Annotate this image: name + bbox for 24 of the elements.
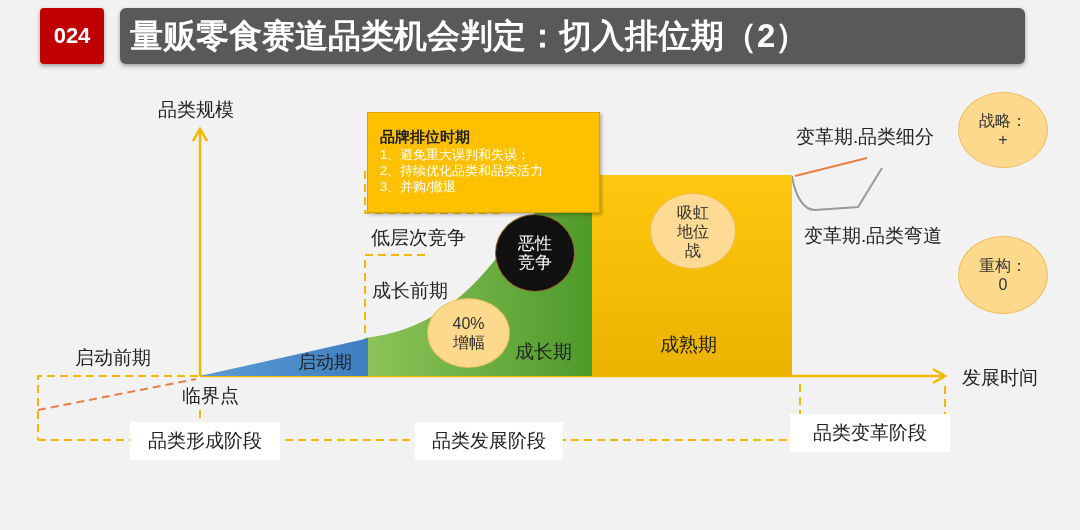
callout-circle: 战略：+ — [958, 92, 1048, 168]
phase-note: 变革期.品类细分 — [796, 125, 935, 149]
list-item: 3、并购/撤退 — [380, 179, 456, 195]
stage-label: 启动期 — [298, 353, 352, 373]
phase-tag: 品类形成阶段 — [130, 422, 280, 460]
phase-tag: 品类变革阶段 — [790, 414, 950, 452]
phase-note: 启动前期 — [75, 346, 151, 370]
axis-label: 发展时间 — [962, 366, 1038, 390]
note-panel — [367, 112, 600, 213]
title-banner: 量贩零食赛道品类机会判定：切入排位期（2） — [120, 8, 1025, 64]
callout-circle: 重构：0 — [958, 236, 1048, 314]
stage-label: 成长期 — [515, 342, 572, 363]
point-label: 临界点 — [182, 384, 239, 408]
axis-label: 品类规模 — [158, 98, 234, 122]
stage-area — [590, 175, 792, 376]
stage-label: 成熟期 — [660, 333, 717, 357]
callout-circle: 吸虹地位战 — [650, 193, 736, 269]
phase-tag: 品类发展阶段 — [415, 422, 563, 460]
phase-note: 低层次竞争 — [371, 226, 466, 250]
phase-note: 变革期.品类弯道 — [804, 224, 943, 248]
panel-heading: 品牌排位时期 — [380, 127, 470, 147]
list-item: 1、避免重大误判和失误； — [380, 147, 531, 163]
list-item: 2、持续优化品类和品类活力 — [380, 163, 544, 179]
page-number-tag: 024 — [40, 8, 104, 64]
